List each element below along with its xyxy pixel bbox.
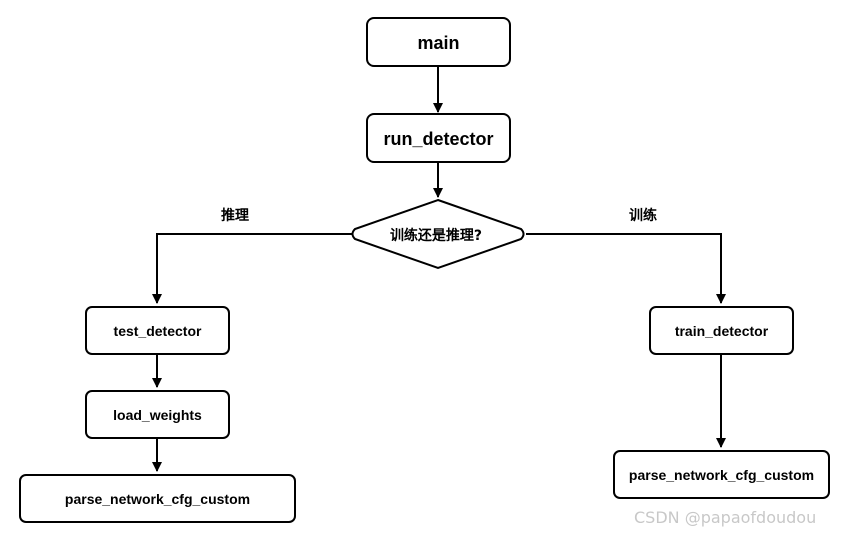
- node-main: main: [366, 17, 511, 67]
- edge-decision-to-test-detector: [152, 233, 352, 304]
- node-train-detector-label: train_detector: [675, 323, 769, 339]
- node-test-detector-label: test_detector: [114, 323, 202, 339]
- csdn-watermark: CSDN @papaofdoudou: [634, 508, 817, 527]
- node-run-detector-label: run_detector: [383, 129, 493, 149]
- edges: [152, 67, 726, 472]
- edge-label-inference: 推理: [221, 207, 249, 224]
- node-main-label: main: [417, 33, 459, 53]
- edge-label-training: 训练: [629, 207, 657, 224]
- node-test-detector: test_detector: [85, 306, 230, 355]
- node-parse-network-cfg-right: parse_network_cfg_custom: [613, 450, 830, 499]
- node-load-weights: load_weights: [85, 390, 230, 439]
- node-decision-label: 训练还是推理?: [390, 227, 482, 244]
- node-parse-right-label: parse_network_cfg_custom: [629, 467, 814, 483]
- node-parse-left-label: parse_network_cfg_custom: [65, 491, 250, 507]
- node-load-weights-label: load_weights: [113, 407, 202, 423]
- edge-decision-to-train-detector: [526, 233, 726, 304]
- node-train-detector: train_detector: [649, 306, 794, 355]
- node-decision: 训练还是推理?: [351, 198, 525, 270]
- node-run-detector: run_detector: [366, 113, 511, 163]
- node-parse-network-cfg-left: parse_network_cfg_custom: [19, 474, 296, 523]
